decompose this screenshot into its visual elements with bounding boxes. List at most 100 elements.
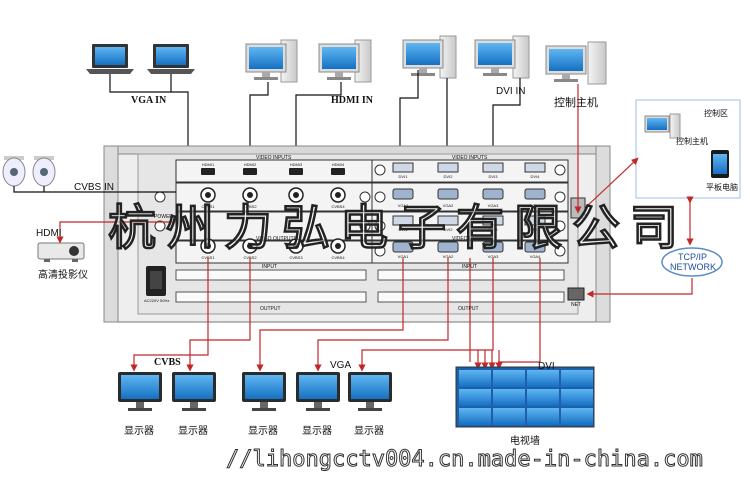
cvbs-input-port-label: CVBS4 [331,204,345,209]
output-label-left: OUTPUT [260,306,281,312]
vga-input-port [437,188,459,200]
hdmi-input-port [331,168,345,175]
video-wall-tile [527,389,559,406]
vga-output-port-label: VGA4 [530,254,541,259]
monitor-4 [296,372,340,411]
vga-in-label: VGA IN [131,95,167,106]
monitor-label-4: 显示器 [302,426,332,437]
dvi-input-port [482,162,504,173]
hdmi-input-port [289,168,303,175]
video-wall-tile [527,370,559,387]
monitor-label-5: 显示器 [354,426,384,437]
source-url-watermark: //lihongcctv004.cn.made-in-china.com [226,447,704,473]
cvbs-input-port-label: CVBS1 [201,204,215,209]
hdmi-input-port-label: HDMI1 [202,162,215,167]
dvi-desktop-2 [474,35,530,79]
vga-input-port-label: VGA3 [488,203,499,208]
cvbs-in-wiring [13,186,176,193]
output-label-right: OUTPUT [458,306,479,312]
projector [37,242,85,262]
network-line2: NETWORK [670,262,716,272]
input-label-left: INPUT [262,264,277,270]
control-area-panel [635,99,741,199]
ac-label: AC220V 50Hz [144,298,170,303]
hdmi-input-port [243,168,257,175]
output-monitors [118,372,392,411]
company-watermark: 杭州力弘电子有限公司 [107,200,689,257]
hdmi-input-port-label: HDMI2 [244,162,257,167]
vga-output-port-label: VGA3 [488,254,499,259]
dvi-input-port [524,162,546,173]
dvi-input-port-label: DVI1 [399,174,409,179]
video-wall-tile [459,389,491,406]
dvi-out-label: DVI [538,361,555,372]
hdmi-input-port [201,168,215,175]
dvi-output-port-label: DVI4 [531,227,541,232]
video-wall [455,366,595,428]
dvi-input-port [437,162,459,173]
dvi-input-port-label: DVI4 [531,174,541,179]
projector-label: 高清投影仪 [38,270,88,281]
input-label-right: INPUT [462,264,477,270]
cvbs-output-port-label: CVBS1 [201,255,215,260]
dome-camera-1 [2,156,26,187]
network-cloud [661,247,723,277]
cvbs-input-port-core [247,192,253,198]
video-wall-tile [459,408,491,425]
hdmi-desktop-2 [318,39,372,83]
video-inputs-label-left: VIDEO INPUTS [256,155,292,161]
cvbs-input-port-core [205,192,211,198]
vga-out-label: VGA [330,360,352,371]
cvbs-output-port-label: CVBS4 [331,255,345,260]
vga-output-port [524,241,546,253]
cvbs-in-label: CVBS IN [74,182,115,193]
dvi-input-port-label: DVI2 [444,174,454,179]
cvbs-output-port-core [247,243,253,249]
power-label: POWER [154,214,173,220]
vga-output-port-label: VGA2 [443,254,454,259]
source-wiring [109,70,521,165]
cvbs-output-port-label: CVBS2 [243,255,257,260]
control-area-tablet-label: 平板电脑 [706,183,738,192]
hdmi-desktop-1 [245,39,298,83]
video-outputs-label-left: VIDEO OUTPUTS [256,236,297,242]
dvi-desktop-1 [402,35,457,79]
dvi-output-port [524,215,546,226]
cvbs-output-port-core [205,243,211,249]
vga-input-port [524,188,546,200]
hdmi-out-label: HDMI [36,228,62,239]
hdmi-input-port-label: HDMI3 [290,162,303,167]
vga-output-port [437,241,459,253]
dvi-input-port [392,162,414,173]
vga-output-port-label: VGA1 [398,254,409,259]
monitor-3 [242,372,286,411]
cvbs-output-port-core [293,243,299,249]
dome-camera-2 [32,156,56,187]
video-wall-tile [561,408,593,425]
vga-input-port-label: VGA1 [398,203,409,208]
dvi-output-port-label: DVI1 [399,227,409,232]
network-line1: TCP/IP [678,252,708,262]
vga-laptop-1 [86,44,134,74]
output-wiring [56,221,541,372]
cvbs-input-port-core [335,192,341,198]
control-area-host-label: 控制主机 [676,137,708,146]
net-label: NET [571,302,581,308]
video-wall-tile [561,370,593,387]
control-area-title: 控制区 [704,109,728,118]
control-wiring [574,84,694,298]
cvbs-output-port-core [335,243,341,249]
video-wall-label: 电视墙 [510,436,540,447]
video-inputs-label-right: VIDEO INPUTS [452,155,488,161]
monitor-label-3: 显示器 [248,426,278,437]
vga-laptop-2 [147,44,195,74]
cvbs-output-port-label: CVBS3 [289,255,303,260]
dvi-in-label: DVI IN [496,86,526,97]
cvbs-input-port-label: CVBS2 [243,204,257,209]
video-wall-tile [493,408,525,425]
hdmi-input-port-label: HDMI4 [332,162,345,167]
vga-input-port [392,188,414,200]
